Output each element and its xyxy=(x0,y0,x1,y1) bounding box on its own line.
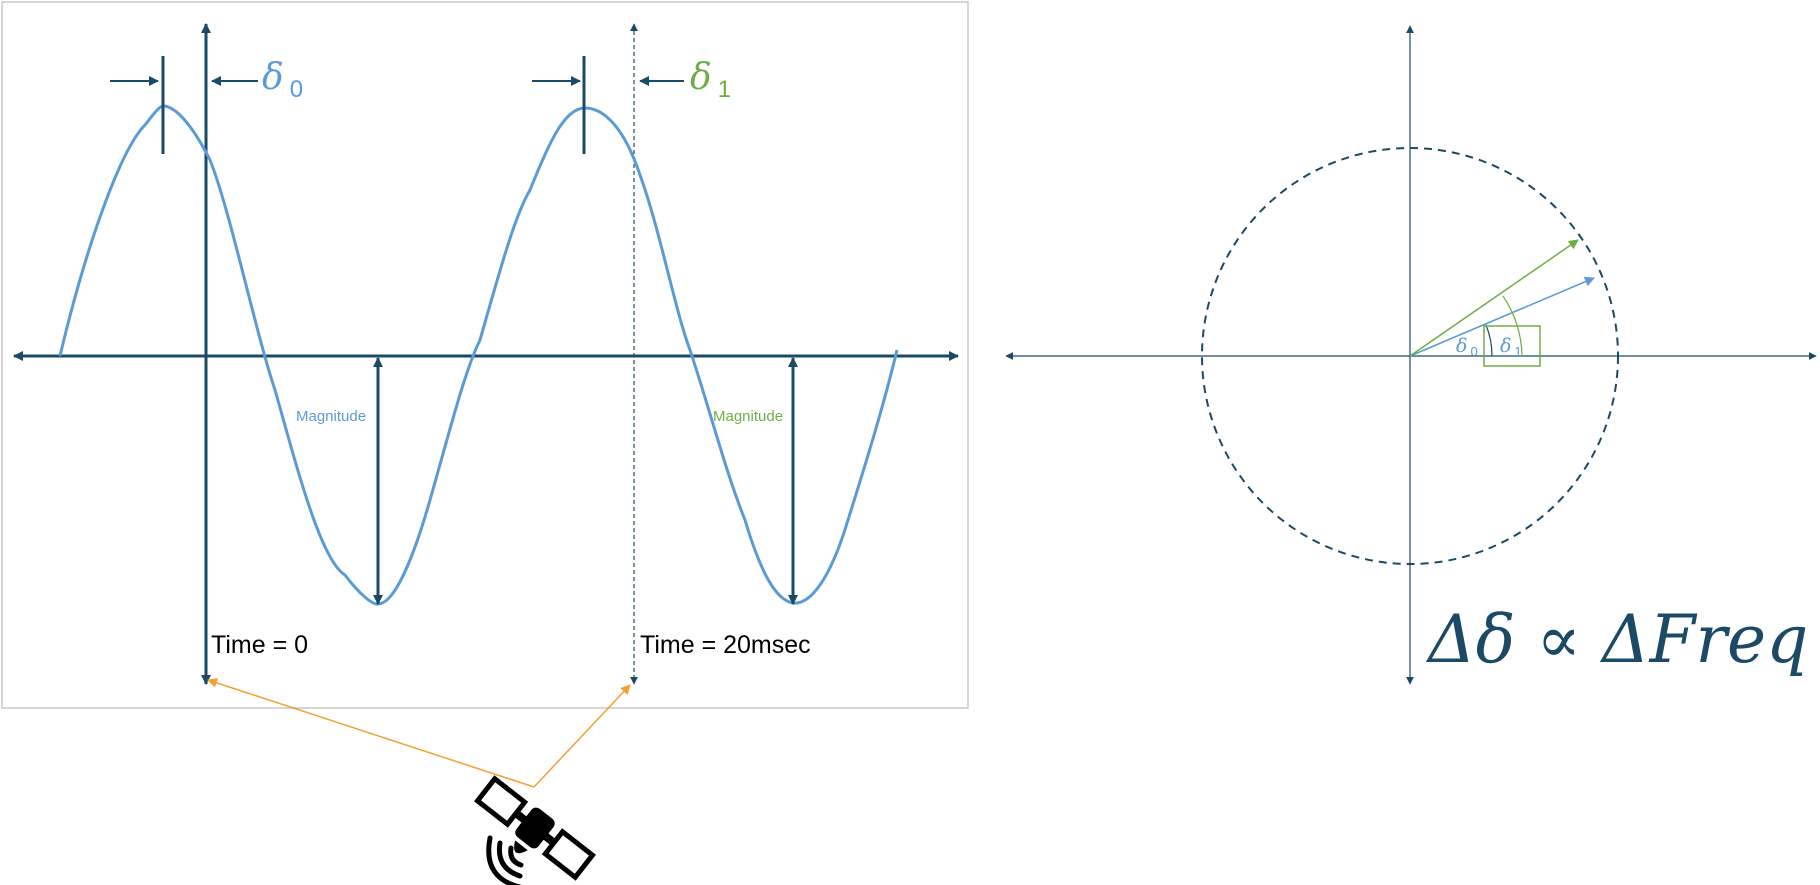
signal-waves-icon xyxy=(486,835,524,885)
time0-label: Time = 0 xyxy=(211,631,308,659)
delta1-highlight-box xyxy=(1483,325,1541,367)
delta0-angle-arc xyxy=(1485,324,1493,357)
phasor-delta1-vector xyxy=(1409,239,1579,357)
signal-path-time0 xyxy=(207,678,535,788)
delta1-angle-arc xyxy=(1502,295,1523,357)
unit-circle xyxy=(1201,147,1619,565)
time20-label: Time = 20msec xyxy=(640,631,811,659)
sine-wave xyxy=(58,104,899,606)
satellite-icon xyxy=(474,775,596,881)
magnitude-label-left: Magnitude xyxy=(296,408,366,425)
phasor-delta0-vector xyxy=(1409,276,1595,357)
phase-frequency-formula: Δδ ∝ ΔFreq xyxy=(1425,601,1808,678)
magnitude-label-right: Magnitude xyxy=(713,408,783,425)
left-panel-frame xyxy=(1,1,969,709)
signal-path-time20 xyxy=(533,684,631,788)
